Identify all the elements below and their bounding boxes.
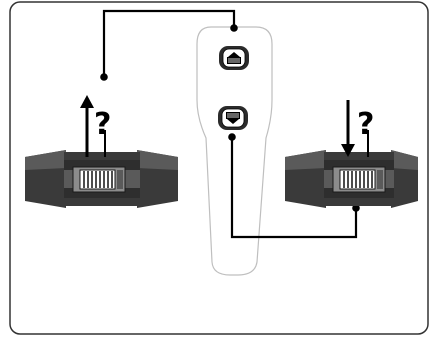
bottom-wire-endpoint <box>352 204 360 212</box>
left-cable-connector <box>25 150 178 208</box>
right-cable-connector <box>285 150 418 208</box>
bottom-connection-wire <box>230 137 358 239</box>
push-down-arrow-icon <box>341 100 355 157</box>
pull-up-arrow-icon <box>80 95 94 157</box>
tester-body <box>196 26 273 276</box>
right-question-label: ? <box>357 107 374 142</box>
rj45-port-icon <box>218 106 248 130</box>
top-wire-endpoint <box>100 73 108 81</box>
port-wire-endpoint-bottom <box>228 133 236 141</box>
top-connection-wire <box>102 9 236 77</box>
left-question-label: ? <box>94 107 111 142</box>
port-wire-endpoint-top <box>230 24 238 32</box>
rj45-port-icon <box>219 46 249 70</box>
